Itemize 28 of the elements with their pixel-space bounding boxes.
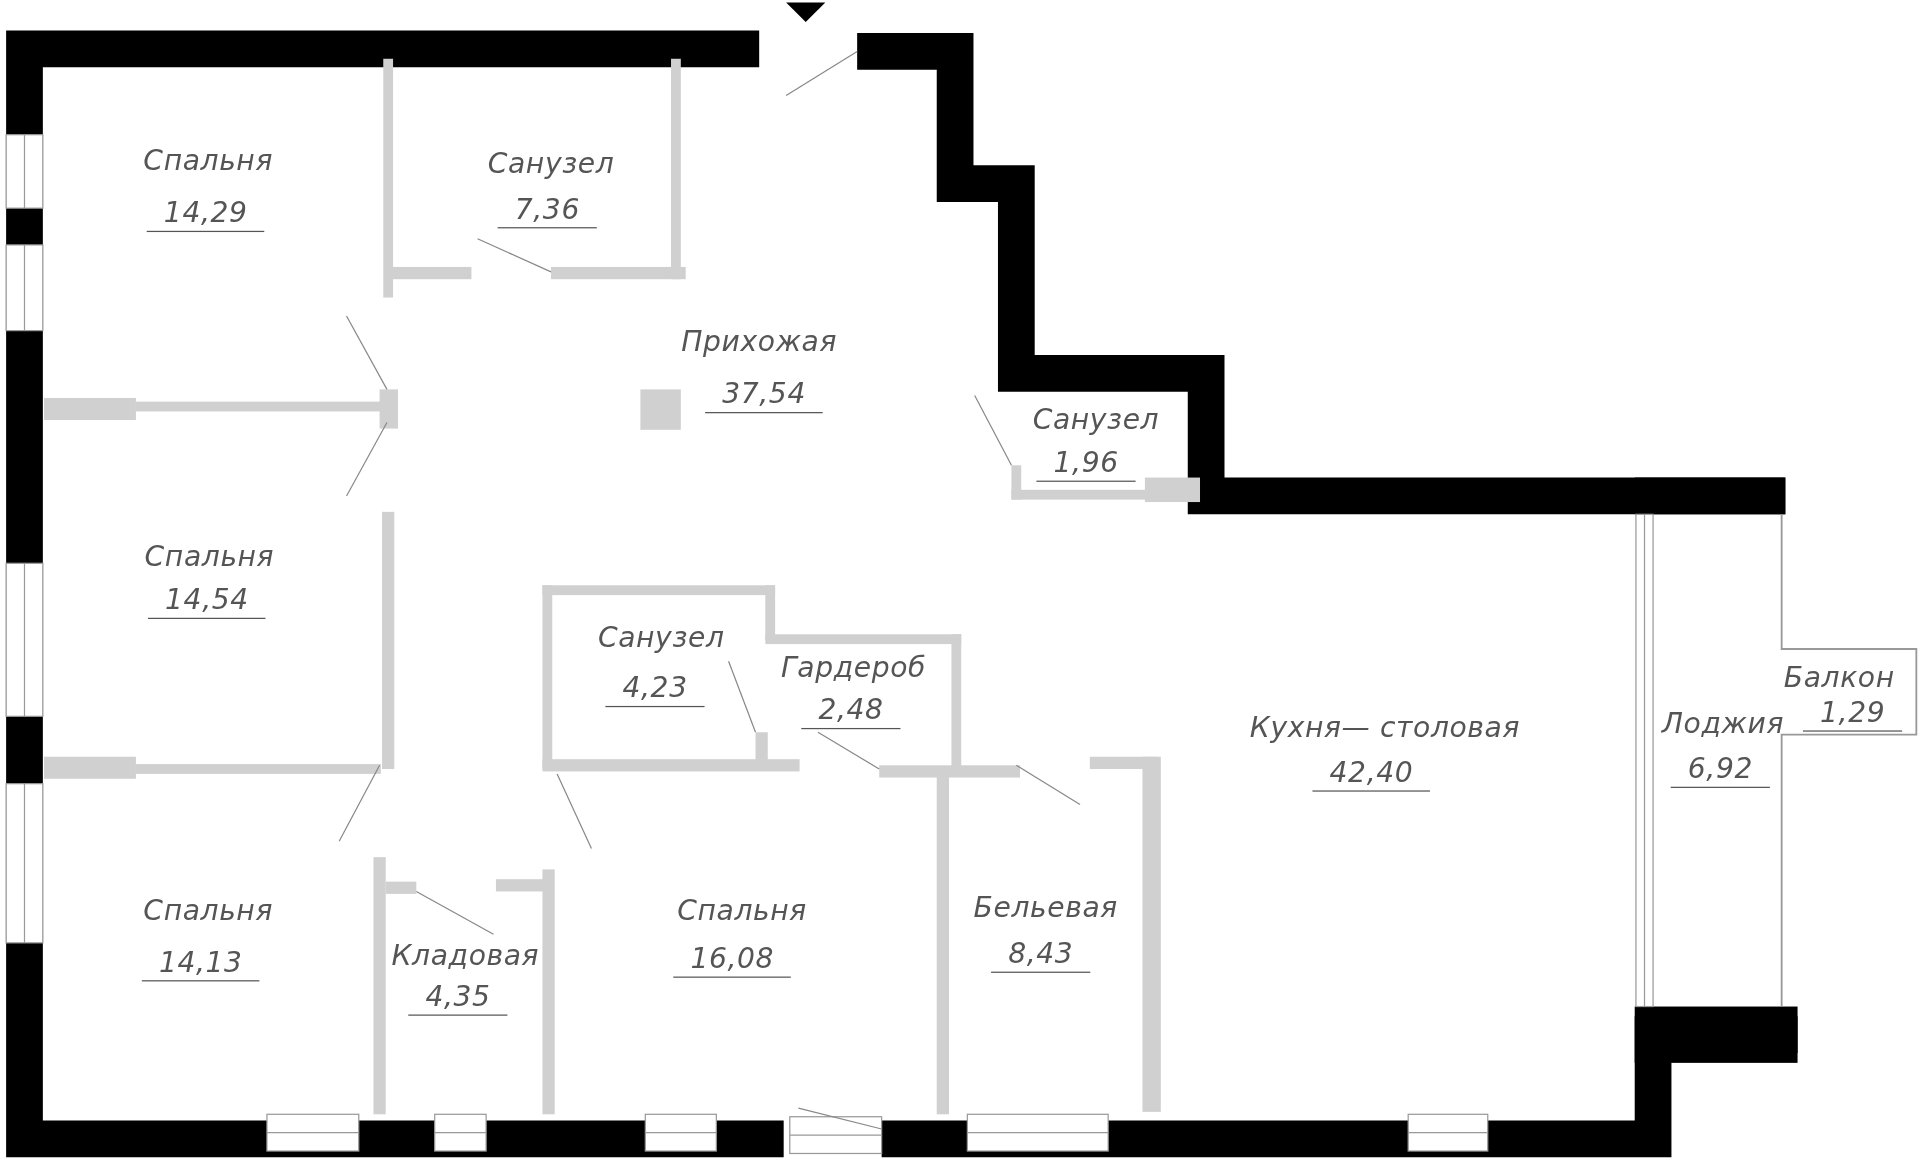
room-area: 4,35	[408, 980, 508, 1016]
room-area: 14,29	[146, 196, 265, 233]
room-name: Спальня	[143, 893, 273, 926]
room-name: Санузел	[1032, 402, 1160, 435]
room-area: 2,48	[801, 693, 901, 730]
room-name: Спальня	[677, 893, 807, 926]
room-name: Кухня— столовая	[1249, 711, 1520, 744]
room-name: Балкон	[1783, 661, 1895, 694]
room-name: Санузел	[487, 146, 615, 179]
room-area: 8,43	[991, 937, 1091, 973]
room-area: 4,23	[605, 671, 705, 708]
room-name: Прихожая	[681, 325, 838, 358]
room-area: 16,08	[673, 942, 792, 978]
room-area: 37,54	[705, 377, 824, 414]
room-name: Кладовая	[391, 939, 540, 972]
room-name: Бельевая	[973, 891, 1118, 924]
room-area: 14,13	[141, 945, 260, 982]
room-area: 1,29	[1802, 696, 1903, 732]
room-area: 42,40	[1312, 756, 1431, 792]
room-name: Лоджия	[1661, 707, 1784, 740]
room-area: 14,54	[147, 583, 266, 619]
room-name: Гардероб	[780, 651, 926, 684]
room-name: Спальня	[143, 144, 273, 177]
room-area: 6,92	[1670, 752, 1771, 788]
room-name: Санузел	[597, 620, 725, 653]
room-area: 1,96	[1036, 446, 1136, 482]
room-area: 7,36	[497, 192, 598, 229]
room-name: Спальня	[144, 540, 275, 572]
